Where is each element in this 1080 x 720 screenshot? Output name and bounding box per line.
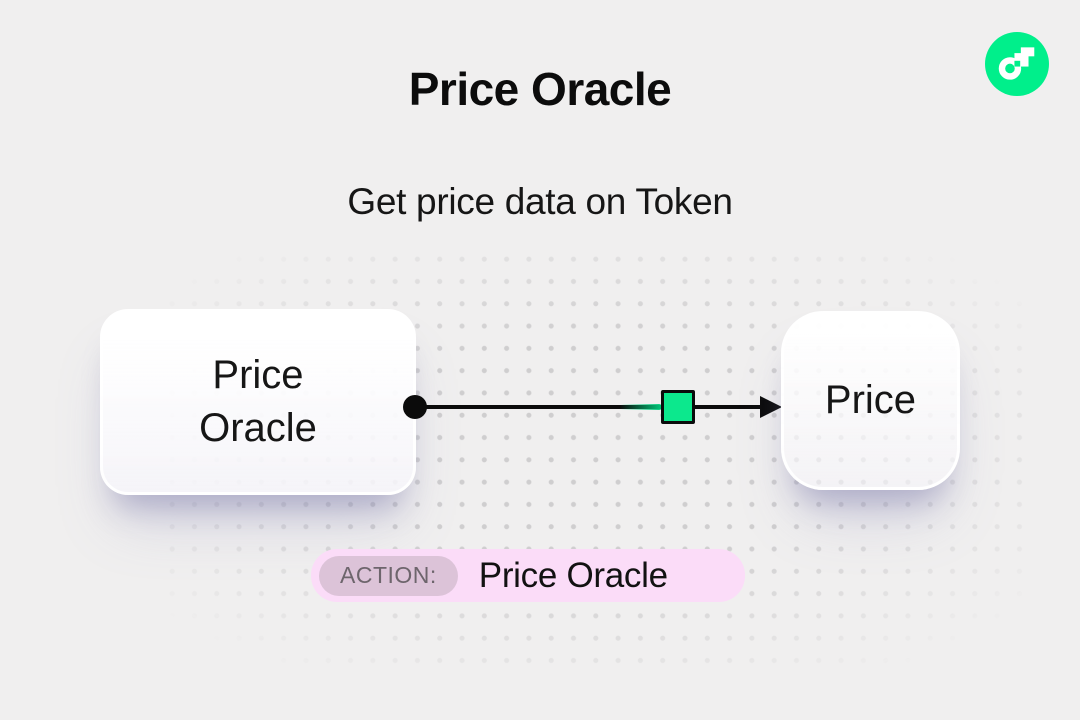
connector-arrowhead-icon — [760, 396, 782, 418]
page-title: Price Oracle — [408, 63, 672, 115]
flow-logo-icon — [985, 32, 1049, 96]
node-price-label: Price — [824, 378, 917, 422]
node-price[interactable]: Price — [781, 311, 960, 490]
action-badge: ACTION: Price Oracle — [311, 549, 745, 602]
page-subtitle: Get price data on Token — [347, 181, 733, 222]
connector-pulse-highlight — [620, 404, 662, 410]
node-price-oracle-label: Price Oracle — [199, 353, 317, 450]
connector-square-handle[interactable] — [661, 390, 695, 424]
action-badge-value: Price Oracle — [478, 555, 668, 595]
connector-line — [414, 405, 762, 409]
action-badge-tag: ACTION: — [319, 555, 458, 596]
node-price-oracle[interactable]: Price Oracle — [100, 309, 416, 495]
